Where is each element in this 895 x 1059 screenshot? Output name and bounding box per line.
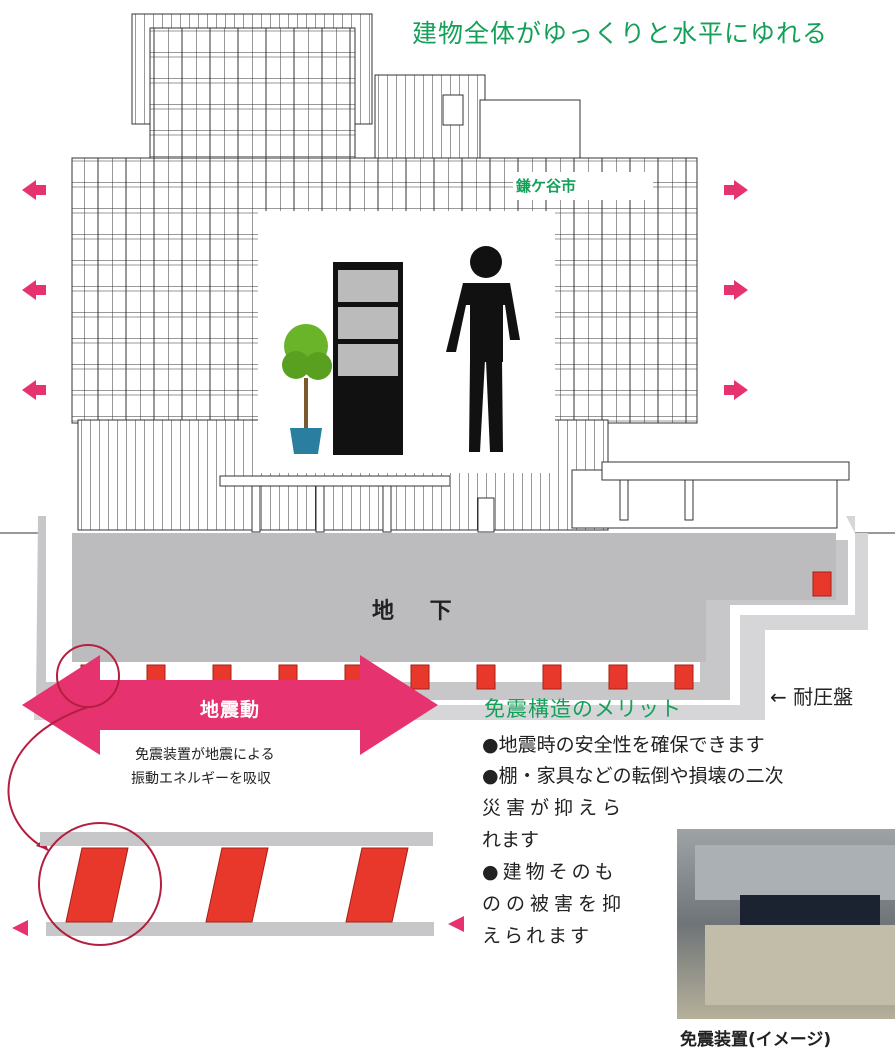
isolator: [812, 571, 832, 597]
connector-arrow: [7, 706, 89, 851]
interior-panel: [258, 211, 555, 473]
merit-line: ●地震時の安全性を確保できます: [482, 734, 765, 756]
isolator: [410, 664, 430, 690]
headline: 建物全体がゆっくりと水平にゆれる: [412, 19, 829, 48]
ground-motion-arrow: [22, 655, 438, 755]
photo-caption: 免震装置(イメージ): [680, 1030, 832, 1050]
isolator: [542, 664, 562, 690]
horizontal-sway-arrows: [22, 180, 748, 400]
isolator-detail: [12, 822, 464, 946]
merit-line: えられます: [482, 925, 593, 947]
isolator-photo: [677, 829, 895, 1019]
foundation: [0, 516, 895, 720]
ground-motion-label: 地震動: [200, 699, 261, 721]
merits-title: 免震構造のメリット: [484, 697, 682, 721]
merit-line: ●棚・家具などの転倒や損壊の二次: [482, 765, 784, 787]
absorb-text-line2: 振動エネルギーを吸収: [131, 771, 271, 787]
person-figure: [446, 246, 520, 452]
pressure-mat-label: ← 耐圧盤: [770, 685, 854, 709]
merit-line: れます: [482, 829, 540, 851]
city-logo: 鎌ケ谷市: [516, 177, 577, 195]
merit-line: ●建物そのも: [482, 861, 618, 883]
basement-label: 地 下: [372, 599, 466, 624]
isolator: [674, 664, 694, 690]
isolator: [608, 664, 628, 690]
isolator: [476, 664, 496, 690]
merit-line: のの被害を抑: [482, 893, 627, 915]
absorb-text-line1: 免震装置が地震による: [135, 747, 275, 763]
merit-line: 災害が抑えら: [482, 797, 627, 819]
